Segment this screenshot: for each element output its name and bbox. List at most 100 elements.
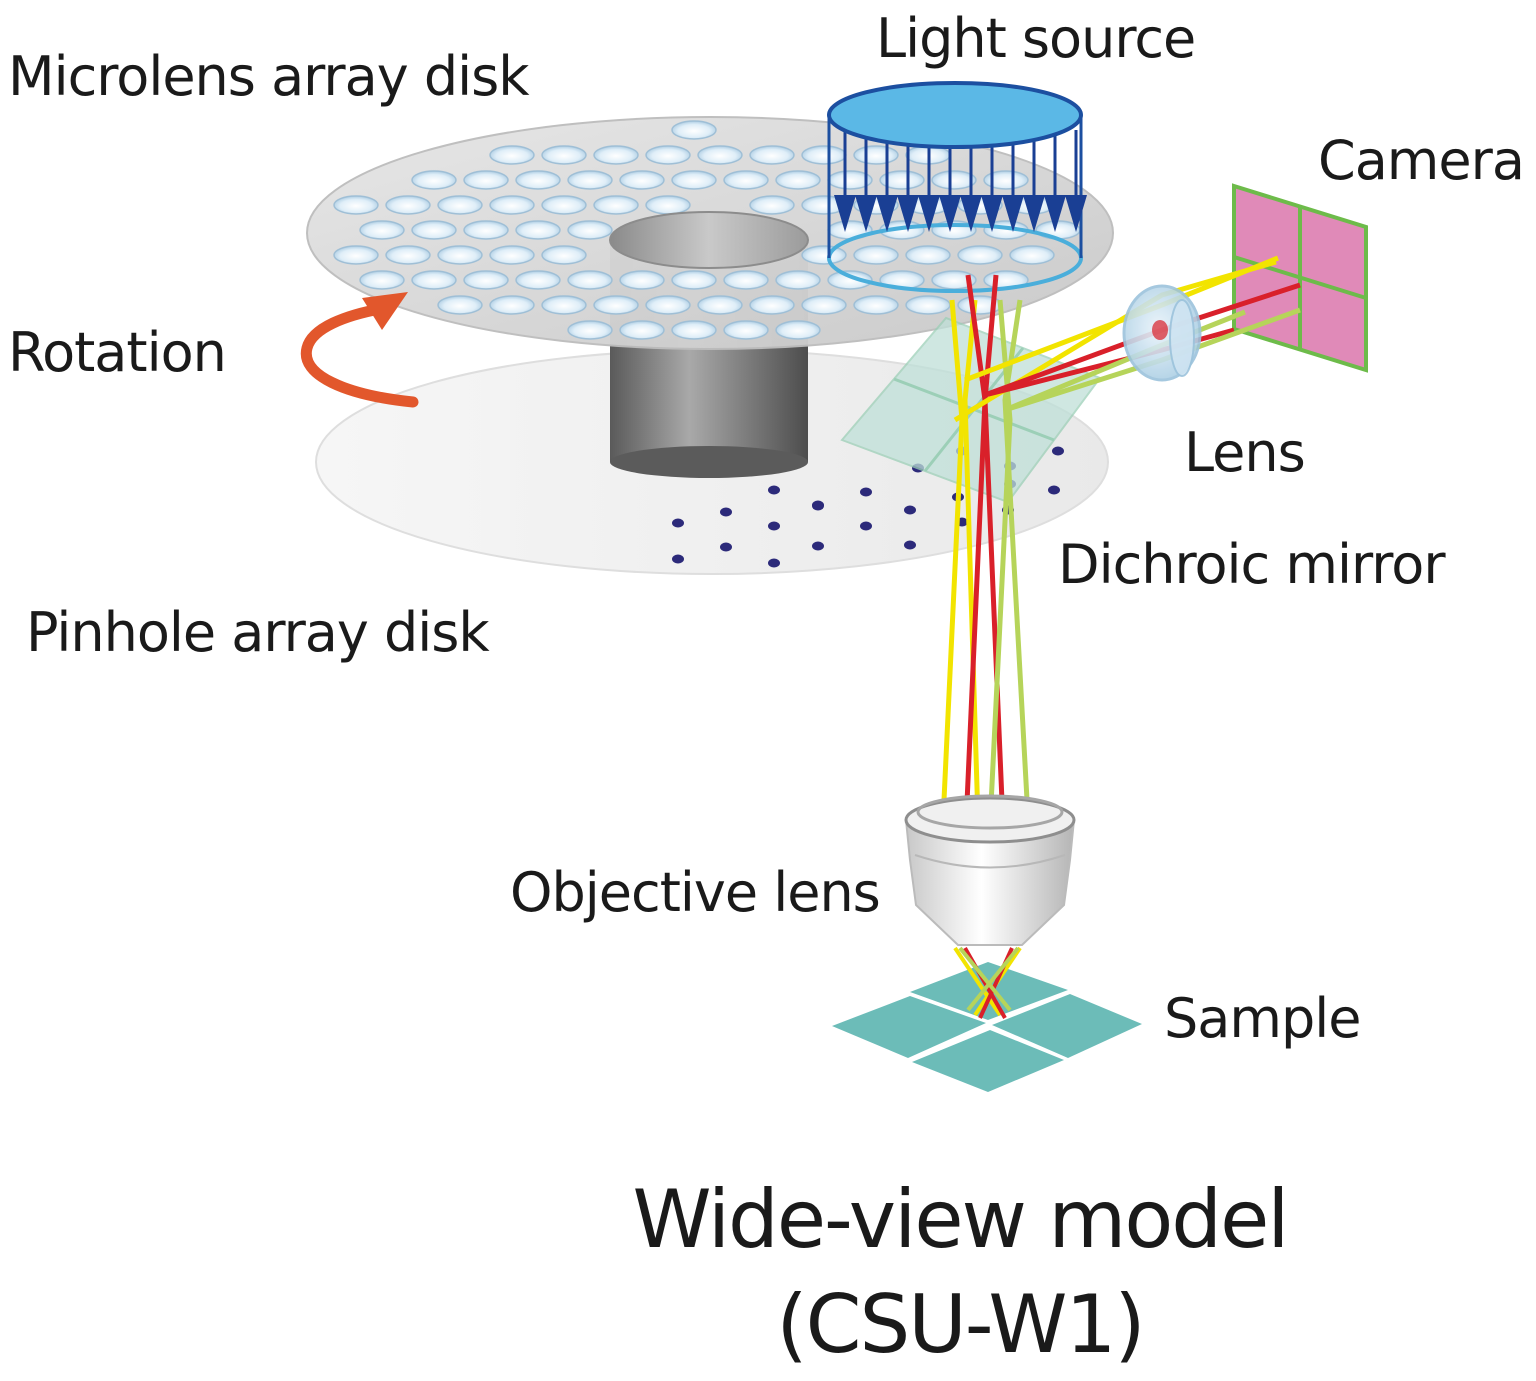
- pinhole: [720, 542, 732, 552]
- microlens: [411, 270, 457, 290]
- microlens: [619, 320, 665, 340]
- microlens: [593, 195, 639, 215]
- microlens: [541, 145, 587, 165]
- source-arrowhead: [960, 195, 982, 232]
- pinhole: [768, 521, 780, 531]
- microlens: [593, 295, 639, 315]
- microlens: [463, 170, 509, 190]
- lens-label: Lens: [1184, 421, 1306, 484]
- source-arrowhead: [1065, 195, 1087, 232]
- focus-ray: [958, 946, 1012, 1012]
- pinhole: [812, 541, 824, 551]
- microlens: [593, 145, 639, 165]
- microlens: [749, 295, 795, 315]
- microlens: [411, 170, 457, 190]
- focus-beams: [953, 946, 1022, 1019]
- microlens: [489, 145, 535, 165]
- microlens: [697, 145, 743, 165]
- microlens-disk-label: Microlens array disk: [8, 45, 530, 108]
- microlens: [749, 145, 795, 165]
- light-beam: [941, 299, 965, 801]
- microlens: [671, 270, 717, 290]
- microlens: [567, 220, 613, 240]
- sample-label: Sample: [1164, 987, 1361, 1050]
- microlens: [723, 270, 769, 290]
- dichroic-mirror-label: Dichroic mirror: [1058, 533, 1446, 596]
- microlens: [463, 270, 509, 290]
- microlens: [801, 295, 847, 315]
- microlens: [515, 220, 561, 240]
- camera-label: Camera: [1318, 129, 1525, 192]
- microlens: [333, 245, 379, 265]
- microlens: [671, 320, 717, 340]
- microlens: [723, 170, 769, 190]
- microlens: [489, 295, 535, 315]
- microlens: [645, 295, 691, 315]
- objective-lens-label: Objective lens: [510, 861, 881, 924]
- microlens: [749, 195, 795, 215]
- microlens: [541, 195, 587, 215]
- microlens: [905, 245, 951, 265]
- source-arrowhead: [876, 195, 898, 232]
- source-arrowhead: [1002, 195, 1024, 232]
- microlens: [437, 245, 483, 265]
- microlens: [645, 195, 691, 215]
- microlens: [697, 295, 743, 315]
- microlens: [567, 270, 613, 290]
- microlens: [489, 195, 535, 215]
- pinhole: [1048, 485, 1060, 495]
- microlens: [333, 195, 379, 215]
- microlens: [853, 295, 899, 315]
- microlens: [879, 170, 925, 190]
- pinhole: [904, 505, 916, 515]
- microlens: [671, 120, 717, 140]
- microlens: [463, 220, 509, 240]
- objective-lens: [904, 794, 1076, 946]
- microlens: [541, 295, 587, 315]
- microlens: [619, 170, 665, 190]
- microlens: [515, 270, 561, 290]
- microlens: [1009, 245, 1055, 265]
- microlens: [853, 145, 899, 165]
- microlens: [385, 245, 431, 265]
- microlens: [801, 145, 847, 165]
- rotation-label: Rotation: [8, 321, 227, 384]
- camera-lens: [1122, 284, 1202, 382]
- microlens: [671, 170, 717, 190]
- source-arrowhead: [918, 195, 940, 232]
- pinhole: [720, 507, 732, 517]
- focus-ray: [966, 946, 1020, 1012]
- microlens: [983, 170, 1029, 190]
- pinhole: [768, 558, 780, 568]
- microlens: [905, 295, 951, 315]
- microlens: [775, 170, 821, 190]
- pinhole: [1052, 446, 1064, 456]
- microlens: [567, 320, 613, 340]
- source-arrowhead: [1044, 195, 1066, 232]
- microlens: [619, 270, 665, 290]
- pinhole: [672, 554, 684, 564]
- model-title: Wide-view model: [632, 1173, 1289, 1266]
- microlens: [515, 170, 561, 190]
- microlens: [489, 245, 535, 265]
- microlens: [775, 320, 821, 340]
- rotation-arrow: [300, 292, 419, 408]
- microlens: [437, 295, 483, 315]
- pinhole: [672, 518, 684, 528]
- microlens: [437, 195, 483, 215]
- pinhole: [860, 487, 872, 497]
- light-beam: [1002, 299, 1031, 819]
- microlens: [567, 170, 613, 190]
- pinhole-disk-label: Pinhole array disk: [26, 601, 490, 664]
- microlens: [775, 270, 821, 290]
- microlens: [385, 195, 431, 215]
- microlens: [931, 170, 977, 190]
- pinhole: [812, 501, 824, 511]
- source-arrowhead: [897, 195, 919, 232]
- light-source-label: Light source: [876, 7, 1196, 70]
- microlens: [853, 245, 899, 265]
- source-arrowhead: [855, 195, 877, 232]
- source-arrowhead: [834, 195, 856, 232]
- microlens: [723, 320, 769, 340]
